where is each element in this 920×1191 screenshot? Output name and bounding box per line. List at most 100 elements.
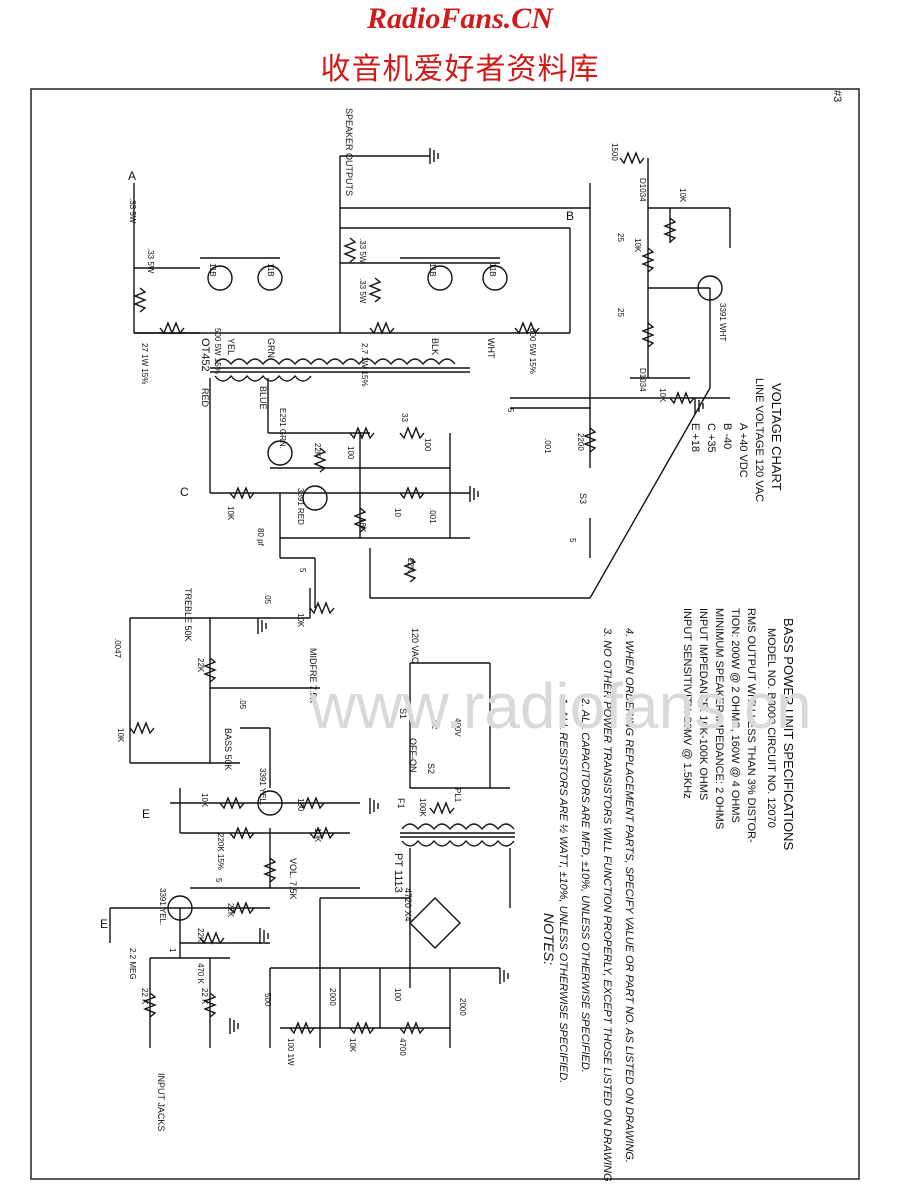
voltage-chart: VOLTAGE CHART LINE VOLTAGE 120 VAC A +40… xyxy=(689,378,784,502)
watermark: www.radiofans.cn xyxy=(309,670,812,742)
label-q-3391-yel-a: 3391 YEL. xyxy=(258,768,267,805)
label-r-2200: 2200 xyxy=(576,433,585,451)
label-c-5-d: 5 xyxy=(214,878,223,883)
node-a: A xyxy=(128,169,136,183)
label-c-2000-b: 2000 xyxy=(458,998,467,1016)
label-r-100k: 100K xyxy=(418,798,427,817)
label-q-11b-4: 11B xyxy=(488,263,497,277)
label-c-25-a: 25 xyxy=(616,233,625,242)
label-c-5-b: 5 xyxy=(506,408,515,413)
label-c-5-c: 5 xyxy=(568,538,577,543)
label-c-1: 1 xyxy=(168,948,177,953)
transistors xyxy=(167,265,723,921)
label-wire-yel: YEL xyxy=(226,338,236,355)
label-c-100-b: 100 xyxy=(393,988,402,1002)
label-r-33-5w-a: .33 5W xyxy=(146,248,155,274)
label-q-e291: E291 GRN. xyxy=(278,408,287,449)
label-f1: F1 xyxy=(396,798,406,809)
site-name[interactable]: RadioFans.CN xyxy=(367,2,553,35)
node-labels: A B C E E xyxy=(100,169,574,931)
specifications: BASS POWER UNIT SPECIFICATIONS MODEL NO.… xyxy=(681,608,796,850)
spec-speaker-impedance: MINIMUM SPEAKER IMPEDANCE: 2 OHMS xyxy=(713,608,725,829)
ground-symbols xyxy=(229,148,704,1034)
node-e-lower: E xyxy=(100,917,108,931)
label-c-001-b: .001 xyxy=(428,508,437,524)
label-c-05-a: .05 xyxy=(263,593,272,605)
label-c-2000-a: 2000 xyxy=(328,988,337,1006)
label-r-22k-a: 22K xyxy=(313,443,322,458)
label-s1: S1 xyxy=(398,708,408,719)
label-r-27: 27 1W 15% xyxy=(140,343,149,384)
label-r-10k-low: 10K xyxy=(658,388,667,403)
label-r-220k: 220K 15% xyxy=(216,833,225,870)
label-speaker-outputs: SPEAKER OUTPUTS xyxy=(344,108,354,196)
label-r-10k-g: 10K xyxy=(313,828,322,843)
label-r-4700: 4700 xyxy=(398,1038,407,1056)
label-r-22k-c: 22K xyxy=(196,658,205,673)
label-bridge: 4720 X4 xyxy=(403,888,413,922)
label-q-11b-3: 11B xyxy=(428,263,437,277)
voltage-chart-title: VOLTAGE CHART xyxy=(769,383,784,491)
label-lamp: PL1 xyxy=(453,788,462,803)
label-r-600: 600 5W 15% xyxy=(528,328,537,374)
label-d1: D1034 xyxy=(638,178,647,202)
label-r-10k-c: 10K xyxy=(226,506,235,521)
voltage-chart-row-b: B -40 xyxy=(721,423,733,449)
label-r-500: 500 5W 15% xyxy=(213,328,222,374)
label-c-400v: 400V xyxy=(453,718,462,737)
note-4: 4. WHEN ORDERING REPLACEMENT PARTS, SPEC… xyxy=(623,628,635,1163)
label-r-10: 10 xyxy=(393,508,402,517)
label-pt1113: PT 1113 xyxy=(392,853,404,893)
label-s3: S3 xyxy=(578,493,588,504)
spec-rms-2: TION: 200W @ 2 OHMS, 160W @ 4 OHMS xyxy=(729,608,741,823)
label-c-02: .02 xyxy=(430,718,439,730)
label-r-10k-e: 10K xyxy=(296,613,305,628)
wiring xyxy=(109,155,731,1048)
note-2: 2. ALL CAPACITORS ARE MFD, ±10%, UNLESS … xyxy=(579,697,591,1073)
node-c: C xyxy=(180,485,189,499)
label-r-100-a: 100 xyxy=(346,446,355,460)
label-treble: TREBLE 50K xyxy=(183,588,193,642)
label-r-22k-g: 22 K xyxy=(200,988,209,1005)
label-input-jacks: INPUT JACKS xyxy=(156,1073,166,1131)
voltage-chart-line-voltage: LINE VOLTAGE 120 VAC xyxy=(753,378,765,502)
notes-title: NOTES: xyxy=(541,913,557,965)
label-c-05-b: .05 xyxy=(238,698,247,710)
label-r-1500: 1500 xyxy=(610,143,619,161)
label-d2: D1034 xyxy=(638,368,647,392)
schematic-diagram: A B C E E .33 5W .33 5W .33 5W .33 5W 27… xyxy=(30,88,860,1185)
label-c-500: 500 xyxy=(263,993,272,1007)
label-r-33-5w-top: .33 5W xyxy=(128,198,137,224)
label-r-470k: 470 K xyxy=(196,963,205,985)
site-subtitle: 收音机爱好者资料库 xyxy=(320,52,600,87)
label-r-22k-d: 22K xyxy=(226,903,235,918)
label-midfreq: MIDFRE 7.5K xyxy=(308,648,318,704)
sheet-border xyxy=(30,88,860,1180)
label-bass: BASS 50K xyxy=(223,728,233,771)
label-q-3391-wht: 3391 WHT xyxy=(718,303,727,341)
label-wire-blue: BLUE xyxy=(258,386,268,410)
page-number: #3 xyxy=(831,90,843,102)
spec-model: MODEL NO. B3000 CIRCUIT NO. 12070 xyxy=(765,628,777,828)
label-r-2-7: 2.7 1W 15% xyxy=(360,343,369,387)
section-labels: SPEAKER OUTPUTS OT452 YEL GRN BLK WHT RE… xyxy=(156,108,588,1131)
label-r-33-5w-c: .33 5W xyxy=(358,278,367,304)
label-r-10k-f: 10K xyxy=(200,793,209,808)
label-vac120: 120 VAC xyxy=(410,628,420,664)
label-wire-blk: BLK xyxy=(430,338,440,355)
label-s2: S2 xyxy=(426,763,436,774)
resistors xyxy=(129,151,695,1035)
label-c-80pf: 80 pf xyxy=(256,528,265,547)
page-header: RadioFans.CN 收音机爱好者资料库 xyxy=(0,0,920,90)
voltage-chart-row-e: E +18 xyxy=(689,423,701,452)
label-r-33: 33 xyxy=(400,413,409,422)
spec-input-impedance: INPUT IMPEDANCE: 10K-100K OHMS xyxy=(697,608,709,800)
notes: NOTES: 1. ALL RESISTORS ARE ½ WATT, ±10%… xyxy=(541,628,635,1185)
label-r-10k-h: 10K xyxy=(348,1038,357,1053)
label-c-001-a: .001 xyxy=(543,438,552,454)
spec-input-sensitivity: INPUT SENSITIVITY: 20MV @ 1.5KHz xyxy=(681,608,693,799)
voltage-chart-row-a: A +40 VDC xyxy=(737,423,749,478)
label-wire-wht: WHT xyxy=(486,338,496,359)
note-3: 3. NO OTHER POWER TRANSISTORS WILL FUNCT… xyxy=(601,628,613,1182)
spec-rms-1: RMS OUTPUT WITH LESS THAN 3% DISTOR- xyxy=(745,608,757,843)
